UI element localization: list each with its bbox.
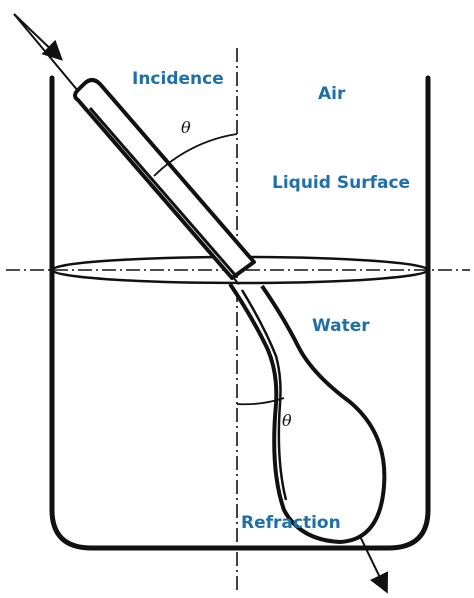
spoon-below-water xyxy=(228,282,387,544)
spoon-handle-above xyxy=(73,78,256,280)
beaker-outline xyxy=(49,75,431,551)
label-incidence: Incidence xyxy=(132,69,224,89)
angle-arc-lower xyxy=(236,397,285,406)
angle-arc-upper xyxy=(153,133,238,177)
theta-lower: θ xyxy=(282,411,292,430)
label-water: Water xyxy=(312,316,370,336)
label-liquid-surface: Liquid Surface xyxy=(272,173,410,193)
label-air: Air xyxy=(318,84,346,104)
theta-upper: θ xyxy=(181,118,191,137)
label-refraction: Refraction xyxy=(241,513,341,533)
incident-ray xyxy=(13,13,63,61)
